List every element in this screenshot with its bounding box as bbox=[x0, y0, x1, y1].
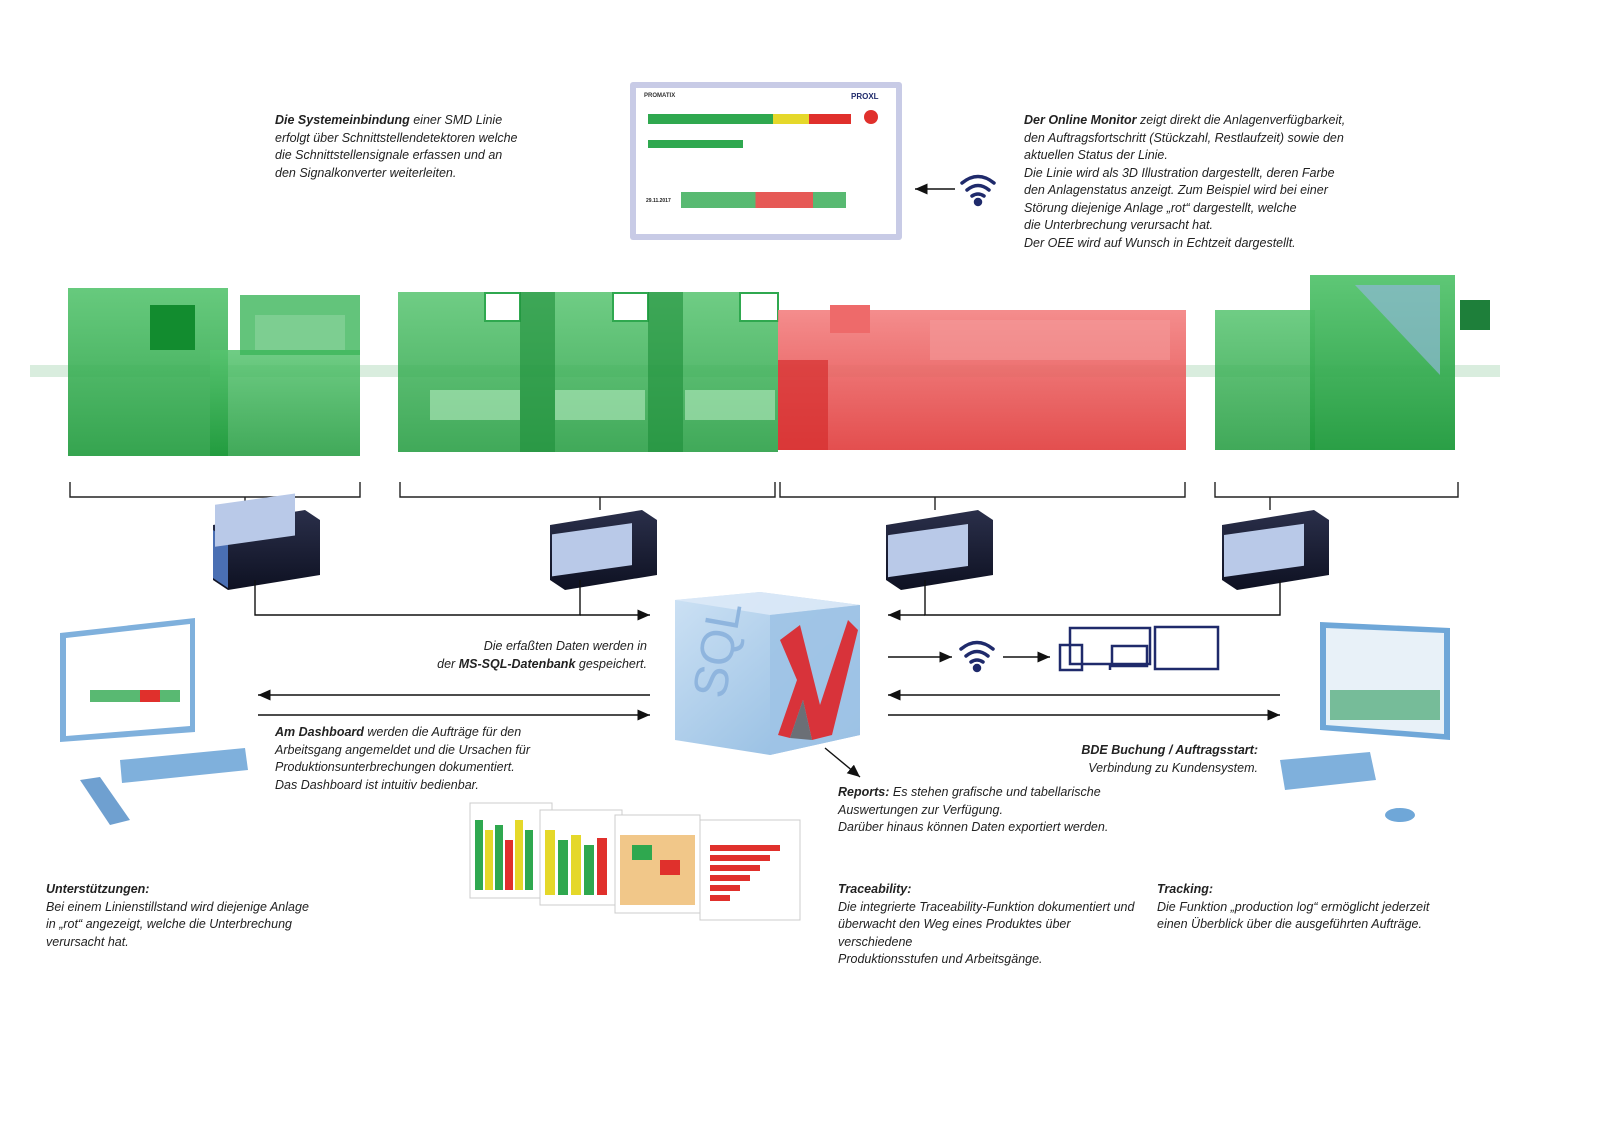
bde-computer bbox=[1280, 622, 1450, 822]
machine-placement bbox=[398, 292, 779, 452]
monitor-bar-red bbox=[809, 114, 851, 124]
text-tracking: Tracking: Die Funktion „production log“ … bbox=[1157, 882, 1430, 931]
text-bde: BDE Buchung / Auftragsstart: Verbindung … bbox=[1081, 743, 1258, 775]
monitor-brand: PROMATIX bbox=[644, 93, 676, 99]
wifi-icon bbox=[959, 640, 995, 673]
monitor-status-icon bbox=[864, 110, 878, 124]
machine-inspection bbox=[1215, 275, 1490, 450]
sql-cube: SQL bbox=[675, 592, 860, 755]
signal-converter-2 bbox=[550, 510, 657, 590]
text-dashboard: Am Dashboard werden die Aufträge für den… bbox=[275, 725, 531, 792]
text-reports: Reports: Es stehen grafische und tabella… bbox=[838, 785, 1109, 834]
signal-converter-1 bbox=[213, 493, 320, 590]
devices-icon bbox=[1058, 625, 1220, 672]
monitor-product: PROXL bbox=[851, 92, 879, 101]
machine-printer bbox=[68, 288, 360, 456]
monitor-date: 29.11.2017 bbox=[646, 198, 671, 204]
machine-reflow-oven bbox=[778, 305, 1186, 450]
dashboard-computer bbox=[60, 618, 248, 825]
signal-converter-4 bbox=[1222, 510, 1329, 590]
online-monitor-screen: PROMATIX PROXL 29.11.2017 bbox=[630, 82, 902, 240]
text-traceability: Traceability: Die integrierte Traceabili… bbox=[838, 882, 1135, 966]
monitor-bar-progress bbox=[648, 140, 743, 148]
text-database: Die erfaßten Daten werden in der MS-SQL-… bbox=[437, 639, 647, 671]
machine-brackets bbox=[69, 482, 1459, 510]
text-online-monitor: Der Online Monitor zeigt direkt die Anla… bbox=[1024, 113, 1346, 250]
text-system-integration: Die Systemeinbindung einer SMD Linie erf… bbox=[275, 113, 518, 180]
data-lines bbox=[254, 183, 1281, 778]
wifi-icon bbox=[960, 174, 996, 207]
monitor-bar-green bbox=[648, 114, 773, 124]
text-support: Unterstützungen: Bei einem Linienstillst… bbox=[46, 882, 309, 949]
signal-converter-3 bbox=[886, 510, 993, 590]
monitor-bar-yellow bbox=[773, 114, 809, 124]
monitor-line-illustration bbox=[681, 192, 846, 208]
report-sheets bbox=[469, 802, 801, 921]
